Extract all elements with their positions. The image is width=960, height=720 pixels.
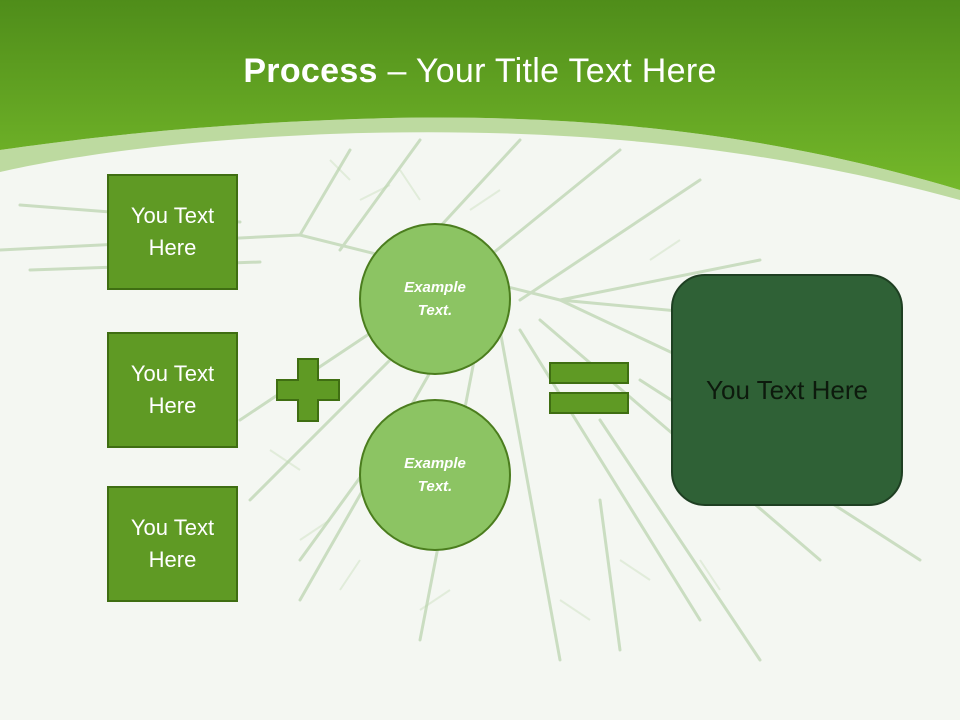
title-bold: Process — [243, 52, 378, 90]
example-circle-2[interactable]: Example Text. — [359, 399, 511, 551]
example-circle-1[interactable]: Example Text. — [359, 223, 511, 375]
text-box-2[interactable]: You Text Here — [107, 332, 238, 448]
equals-icon — [549, 362, 629, 414]
page-title: Process – Your Title Text Here — [0, 52, 960, 91]
text-box-3[interactable]: You Text Here — [107, 486, 238, 602]
plus-icon — [276, 358, 340, 422]
text-box-1[interactable]: You Text Here — [107, 174, 238, 290]
result-box[interactable]: You Text Here — [671, 274, 903, 506]
title-rest: – Your Title Text Here — [377, 52, 717, 90]
